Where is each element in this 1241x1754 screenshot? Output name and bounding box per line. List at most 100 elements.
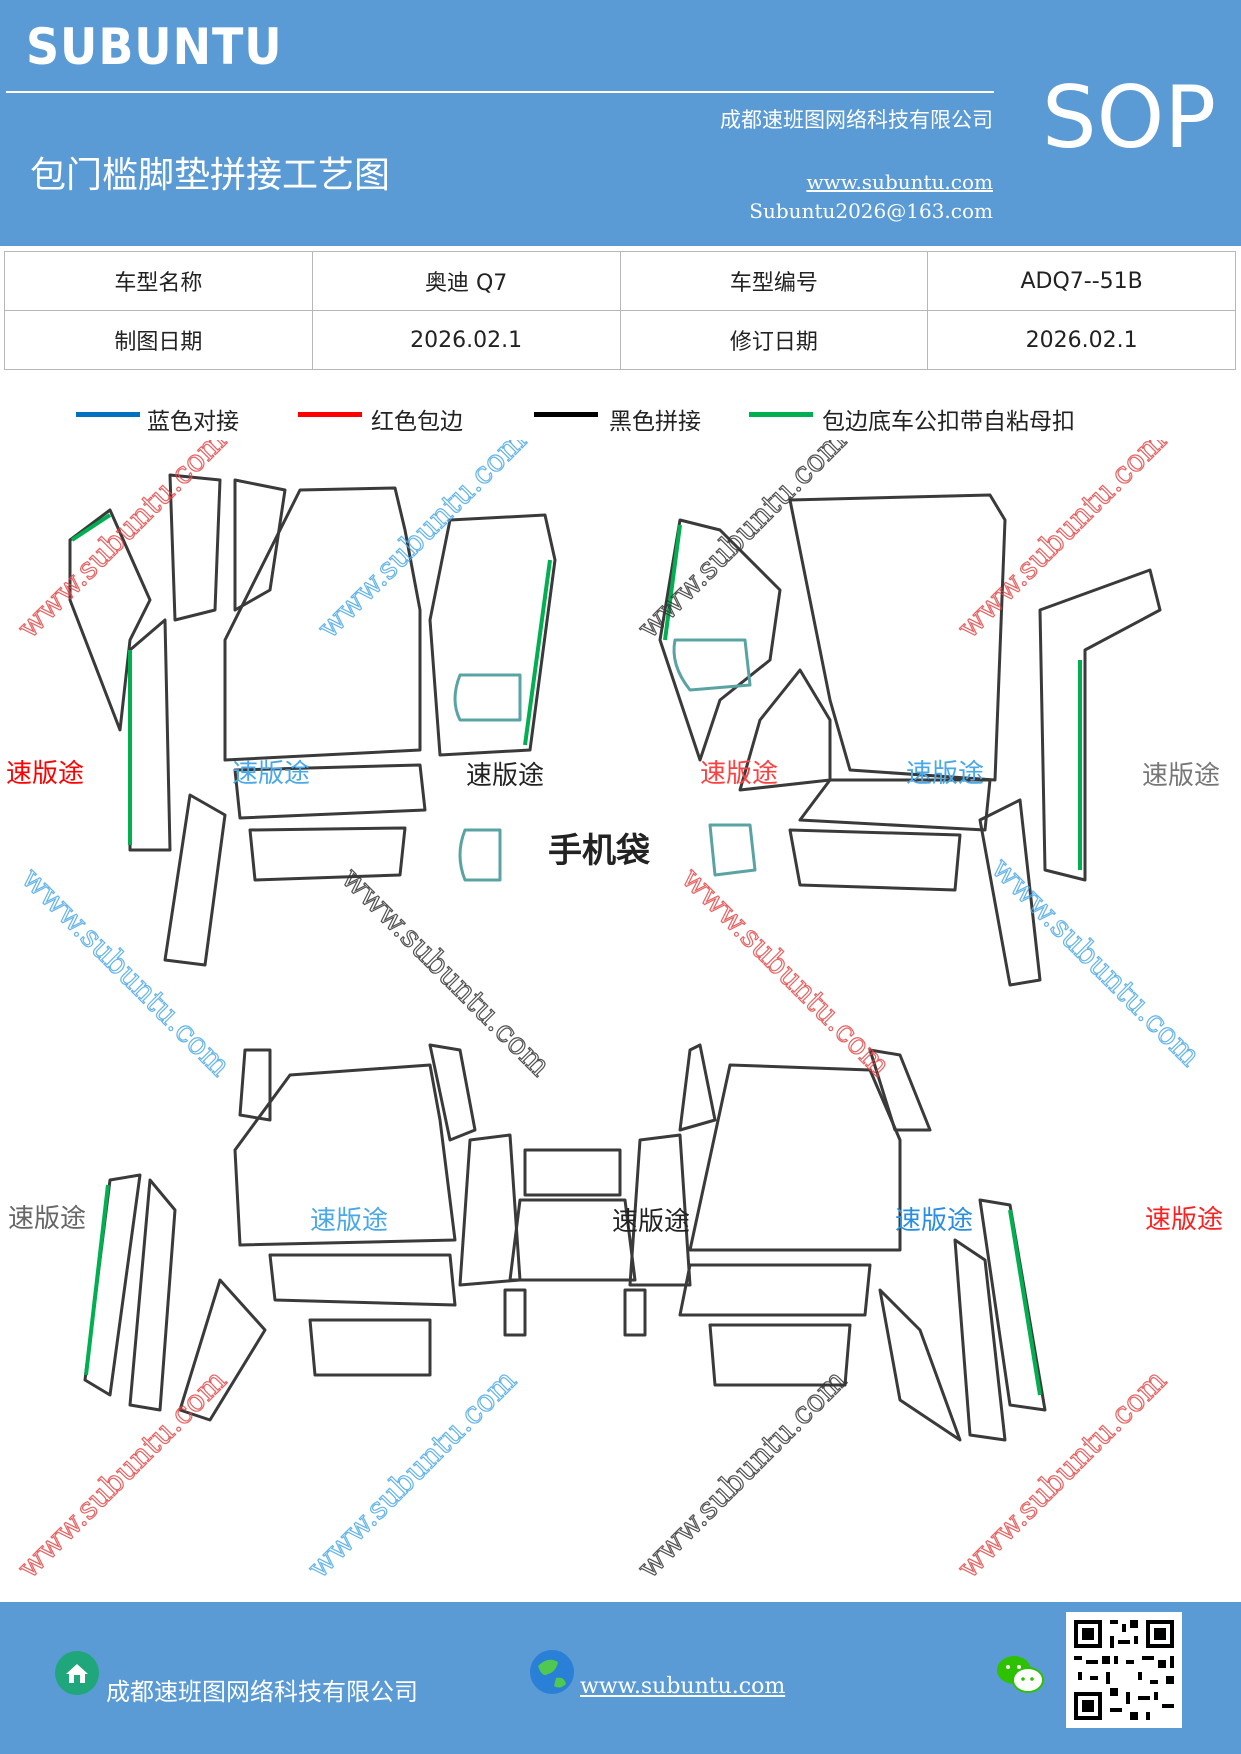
header-company: 成都速班图网络科技有限公司 (720, 108, 993, 132)
diagonal-watermark: www.subuntu.com (674, 861, 897, 1084)
diagonal-watermark: www.subuntu.com (631, 440, 854, 646)
model-name-value: 奥迪 Q7 (311, 251, 621, 311)
mat-piece (1038, 568, 1162, 882)
diagonal-watermark: www.subuntu.com (631, 1363, 854, 1586)
mat-piece (953, 1238, 1007, 1442)
mat-piece (628, 1133, 692, 1287)
table-row: 车型名称 奥迪 Q7 车型编号 ADQ7--51B (4, 251, 1236, 311)
watermark-label: 速版途 (6, 759, 84, 789)
home-icon (55, 1651, 99, 1695)
mat-piece (268, 1253, 457, 1307)
green-edge (70, 513, 112, 542)
legend-black-swatch (534, 412, 598, 417)
draw-date-value: 2026.02.1 (311, 310, 621, 370)
mat-piece (68, 508, 152, 732)
diagonal-watermark: www.subuntu.com (311, 440, 534, 646)
watermark-label: 速版途 (310, 1206, 388, 1236)
mat-piece (508, 1198, 637, 1282)
green-edge (523, 559, 552, 746)
legend-blue-swatch (76, 412, 140, 417)
qr-code-icon (1074, 1620, 1174, 1720)
mat-piece (658, 518, 782, 762)
green-edge (84, 1184, 110, 1376)
mat-piece (428, 513, 557, 757)
header-divider (6, 91, 994, 93)
pocket (458, 828, 502, 882)
mat-piece (978, 798, 1042, 987)
watermark-label: 速版途 (906, 759, 984, 789)
table-row: 制图日期 2026.02.1 修订日期 2026.02.1 (4, 310, 1236, 370)
mat-piece (233, 763, 427, 820)
watermark-label: 速版途 (8, 1204, 86, 1234)
diagonal-watermark: www.subuntu.com (301, 1363, 524, 1586)
diagonal-watermark: www.subuntu.com (951, 1363, 1174, 1586)
mat-piece (623, 1288, 647, 1337)
mat-piece (128, 618, 172, 852)
diagonal-watermark: www.subuntu.com (14, 861, 237, 1084)
header-banner: SUBUNTU 成都速班图网络科技有限公司 包门槛脚垫拼接工艺图 www.sub… (0, 0, 1241, 246)
legend-green-swatch (749, 412, 813, 417)
diagonal-watermark: www.subuntu.com (984, 851, 1207, 1074)
mat-piece (163, 793, 227, 967)
footer-website-link[interactable]: www.subuntu.com (580, 1674, 786, 1699)
mat-piece (523, 1148, 622, 1197)
mat-piece (128, 1178, 177, 1412)
green-edge (663, 524, 682, 641)
mat-piece (678, 1043, 717, 1132)
brand-logo: SUBUNTU (26, 18, 283, 76)
header-website-link[interactable]: www.subuntu.com (806, 170, 993, 194)
qr-code[interactable] (1066, 1612, 1182, 1728)
mat-piece (83, 1173, 142, 1397)
draw-date-label: 制图日期 (4, 310, 313, 370)
mat-piece (238, 1048, 272, 1122)
mat-piece (223, 486, 422, 762)
footer-banner: 成都速班图网络科技有限公司 www.subuntu.com (0, 1602, 1241, 1754)
watermark-label: 速版途 (466, 761, 544, 791)
watermark-label: 速版途 (700, 759, 778, 789)
mat-piece (178, 1278, 267, 1422)
wechat-icon[interactable] (996, 1654, 1044, 1694)
mat-piece (878, 1288, 962, 1442)
model-code-label: 车型编号 (619, 251, 929, 311)
watermark-label: 速版途 (1145, 1205, 1223, 1235)
mat-piece (688, 1063, 902, 1252)
pocket (453, 673, 522, 722)
legend-green-label: 包边底车公扣带自粘母扣 (822, 409, 1075, 435)
mat-piece (978, 1198, 1047, 1412)
model-name-label: 车型名称 (4, 251, 313, 311)
mat-piece (708, 1323, 852, 1387)
watermark-label: 速版途 (895, 1206, 973, 1236)
mat-piece (503, 1288, 527, 1337)
mat-piece (798, 778, 992, 832)
mat-piece (248, 826, 407, 882)
diagonal-watermark: www.subuntu.com (334, 861, 557, 1084)
info-table: 车型名称 奥迪 Q7 车型编号 ADQ7--51B 制图日期 2026.02.1… (4, 251, 1236, 370)
pocket (672, 638, 752, 692)
header-email[interactable]: Subuntu2026@163.com (749, 199, 993, 223)
mat-piece (233, 1063, 457, 1247)
sop-badge: SOP (1042, 68, 1217, 168)
diagonal-watermark: www.subuntu.com (951, 440, 1174, 646)
green-edge (1008, 1209, 1042, 1396)
legend-red-swatch (298, 412, 362, 417)
mat-piece (738, 668, 832, 792)
legend-red-label: 红色包边 (371, 409, 463, 435)
page-title: 包门槛脚垫拼接工艺图 (30, 155, 391, 196)
legend-black-label: 黑色拼接 (609, 409, 701, 435)
revise-date-value: 2026.02.1 (927, 310, 1236, 370)
mat-piece (168, 473, 222, 622)
footer-company: 成都速班图网络科技有限公司 (106, 1678, 418, 1706)
watermark-label: 速版途 (232, 759, 310, 789)
phone-pocket-label: 手机袋 (548, 831, 650, 871)
mat-piece (788, 493, 1007, 782)
revise-date-label: 修订日期 (619, 310, 929, 370)
legend-blue-label: 蓝色对接 (147, 409, 239, 435)
watermark-label: 速版途 (1142, 761, 1220, 791)
model-code-value: ADQ7--51B (927, 251, 1236, 311)
globe-icon (530, 1650, 574, 1694)
mat-piece (678, 1263, 872, 1317)
floor-mat-splice-diagram: 速版途 速版途 速版途 速版途 速版途 速版途 速版途 速版途 速版途 速版途 … (6, 440, 1223, 1586)
mat-piece (788, 828, 962, 892)
legend: 蓝色对接 红色包边 黑色拼接 包边底车公扣带自粘母扣 (0, 402, 1241, 438)
watermark-label: 速版途 (612, 1207, 690, 1237)
